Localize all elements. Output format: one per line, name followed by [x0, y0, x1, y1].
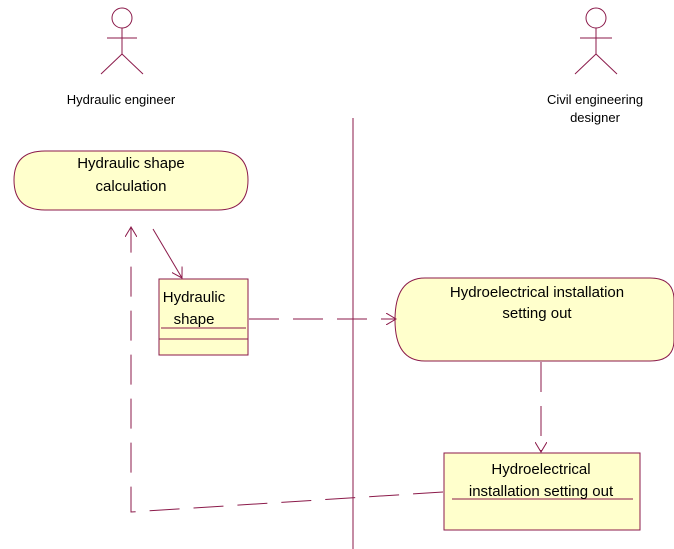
activity-label-line2: calculation: [96, 178, 167, 195]
actor-figure-icon: [574, 7, 618, 75]
object-label-line1: Hydraulic: [163, 289, 226, 306]
object-label-line2: shape: [174, 311, 215, 328]
activity-label-line1: Hydraulic shape: [77, 155, 185, 172]
activity-label-line1: Hydroelectrical installation: [450, 284, 624, 301]
flow-object-to-calc: [131, 227, 444, 513]
object-installation-setting-out[interactable]: Hydroelectrical installation setting out: [443, 452, 641, 531]
actor-label-line1: Civil engineering: [547, 92, 643, 107]
activity-installation-setting-out[interactable]: Hydroelectrical installation setting out: [394, 277, 674, 362]
activity-hydraulic-shape-calculation[interactable]: Hydraulic shape calculation: [13, 150, 249, 211]
object-label-line1: Hydroelectrical: [491, 461, 590, 478]
actor-civil-engineering-designer[interactable]: Civil engineering designer: [547, 7, 643, 125]
object-label-line2: installation setting out: [469, 483, 614, 500]
object-hydraulic-shape[interactable]: Hydraulic shape: [158, 278, 249, 356]
actor-hydraulic-engineer[interactable]: Hydraulic engineer: [67, 7, 176, 107]
activity-label-line2: setting out: [502, 305, 572, 322]
flow-calc-to-shape: [152, 228, 182, 278]
actor-label-line2: designer: [570, 110, 621, 125]
actor-label: Hydraulic engineer: [67, 92, 176, 107]
actor-figure-icon: [100, 7, 144, 75]
